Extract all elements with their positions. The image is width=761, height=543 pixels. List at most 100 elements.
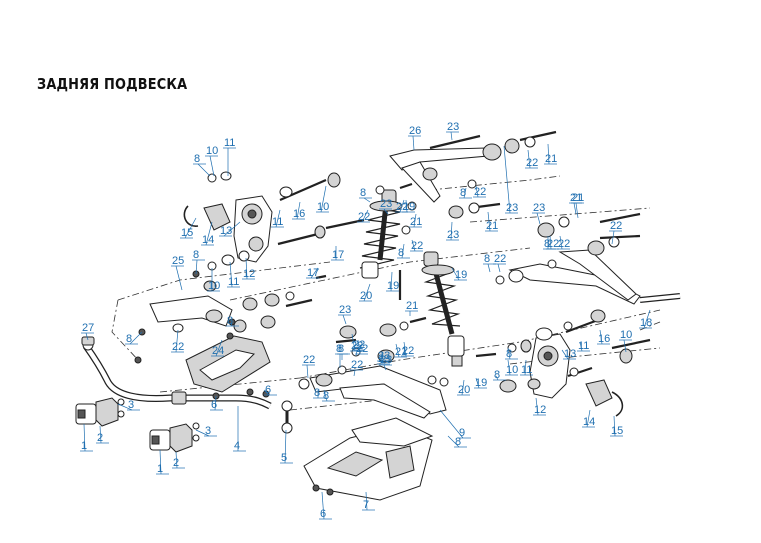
callout-label-21: 21 [570,192,582,204]
callout-leader-23 [450,221,453,241]
stabilizer-bushing-left [75,397,125,427]
callout-label-8: 8 [323,390,329,402]
callout-label-21: 21 [395,346,407,358]
callout-leader-8 [463,187,467,199]
callout-leader-23 [536,212,541,225]
callout-leader-23 [342,314,347,325]
callout-label-9: 9 [459,427,465,439]
axle-shaft [639,293,681,303]
callout-leader-21 [547,143,550,165]
callout-leader-8 [197,163,211,177]
callout-label-23: 23 [378,350,390,362]
callout-leader-8 [195,259,198,275]
callout-leader-3 [195,429,210,437]
callout-leader-22 [403,341,407,357]
callout-leader-23 [383,208,389,215]
callout-label-11: 11 [272,216,283,228]
callout-label-18: 18 [640,317,652,329]
callout-label-22: 22 [358,211,370,223]
callout-leader-22 [475,185,479,198]
callout-label-23: 23 [380,354,392,366]
callout-label-23: 23 [447,121,459,133]
callout-label-8: 8 [336,343,342,355]
callout-leader-24 [215,339,223,357]
callout-leader-21 [573,202,577,215]
callout-leader-22 [549,235,552,250]
callout-leader-22 [527,149,531,169]
callout-leader-19 [451,267,460,281]
callout-label-26: 26 [409,125,421,137]
stabilizer-bar [83,343,272,410]
callout-label-8: 8 [455,436,461,448]
callout-label-6: 6 [320,508,326,520]
callout-leader-16 [599,329,603,345]
callout-leader-22 [497,263,501,273]
callout-label-10: 10 [620,329,632,341]
callout-leader-13 [561,349,569,360]
callout-leader-10 [507,359,511,376]
callout-leader-14 [586,409,591,428]
callout-label-23: 23 [378,353,390,365]
callout-label-19: 19 [475,377,487,389]
callout-leader-8 [401,243,405,259]
callout-label-20: 20 [360,290,372,302]
callout-label-22: 22 [494,253,506,265]
callout-label-14: 14 [202,234,214,246]
callout-label-10: 10 [506,364,518,376]
callout-label-21: 21 [486,220,498,232]
callout-leader-8 [129,331,143,345]
page-title: ЗАДНЯЯ ПОДВЕСКА [37,75,188,93]
callout-label-12: 12 [534,404,546,416]
callout-leader-19 [390,271,393,292]
callout-leader-21 [395,343,400,358]
callout-leader-8 [487,263,491,273]
callout-label-8: 8 [360,187,366,199]
callout-leader-10 [623,339,627,353]
callout-label-22: 22 [172,341,184,353]
callout-leader-20 [363,283,371,302]
left-knuckle [183,195,273,263]
callout-label-22: 22 [558,238,570,250]
callout-label-17: 17 [307,267,319,279]
callout-leader-6 [263,389,270,396]
callout-leader-3 [117,403,133,411]
callout-label-21: 21 [545,153,557,165]
callout-label-11: 11 [578,340,589,352]
callout-label-8: 8 [126,333,132,345]
callout-label-8: 8 [460,187,466,199]
callout-leader-1 [83,423,86,452]
callout-leader-16 [296,201,301,220]
callout-leader-8 [495,375,499,381]
callout-label-23: 23 [380,198,392,210]
callout-label-15: 15 [611,425,623,437]
callout-label-21: 21 [406,300,418,312]
callout-label-8: 8 [398,247,404,259]
callout-leader-8 [363,197,371,203]
callout-label-22: 22 [353,339,365,351]
shock-absorber-right [421,251,465,367]
callout-leader-11 [524,359,527,376]
callout-leader-22 [351,333,356,352]
callout-leader-22 [361,209,369,223]
callout-leader-7 [365,491,368,511]
callout-leader-19 [475,377,480,389]
callout-label-11: 11 [521,364,532,376]
callout-leader-19 [405,199,408,213]
callout-leader-15 [613,415,616,437]
callout-label-19: 19 [387,280,399,292]
upper-arm-18 [508,249,641,305]
callout-label-22: 22 [351,359,363,371]
callout-label-4: 4 [234,440,240,452]
callout-leader-22 [559,235,563,250]
callout-leader-6 [214,395,217,411]
callout-leader-22 [353,369,356,377]
callout-label-8: 8 [544,238,550,250]
callout-label-2: 2 [173,457,179,469]
callout-label-2: 2 [97,432,103,444]
callout-leader-6 [321,491,325,520]
callout-label-22: 22 [351,340,363,352]
callout-label-10: 10 [208,280,220,292]
callout-label-8: 8 [314,387,320,399]
